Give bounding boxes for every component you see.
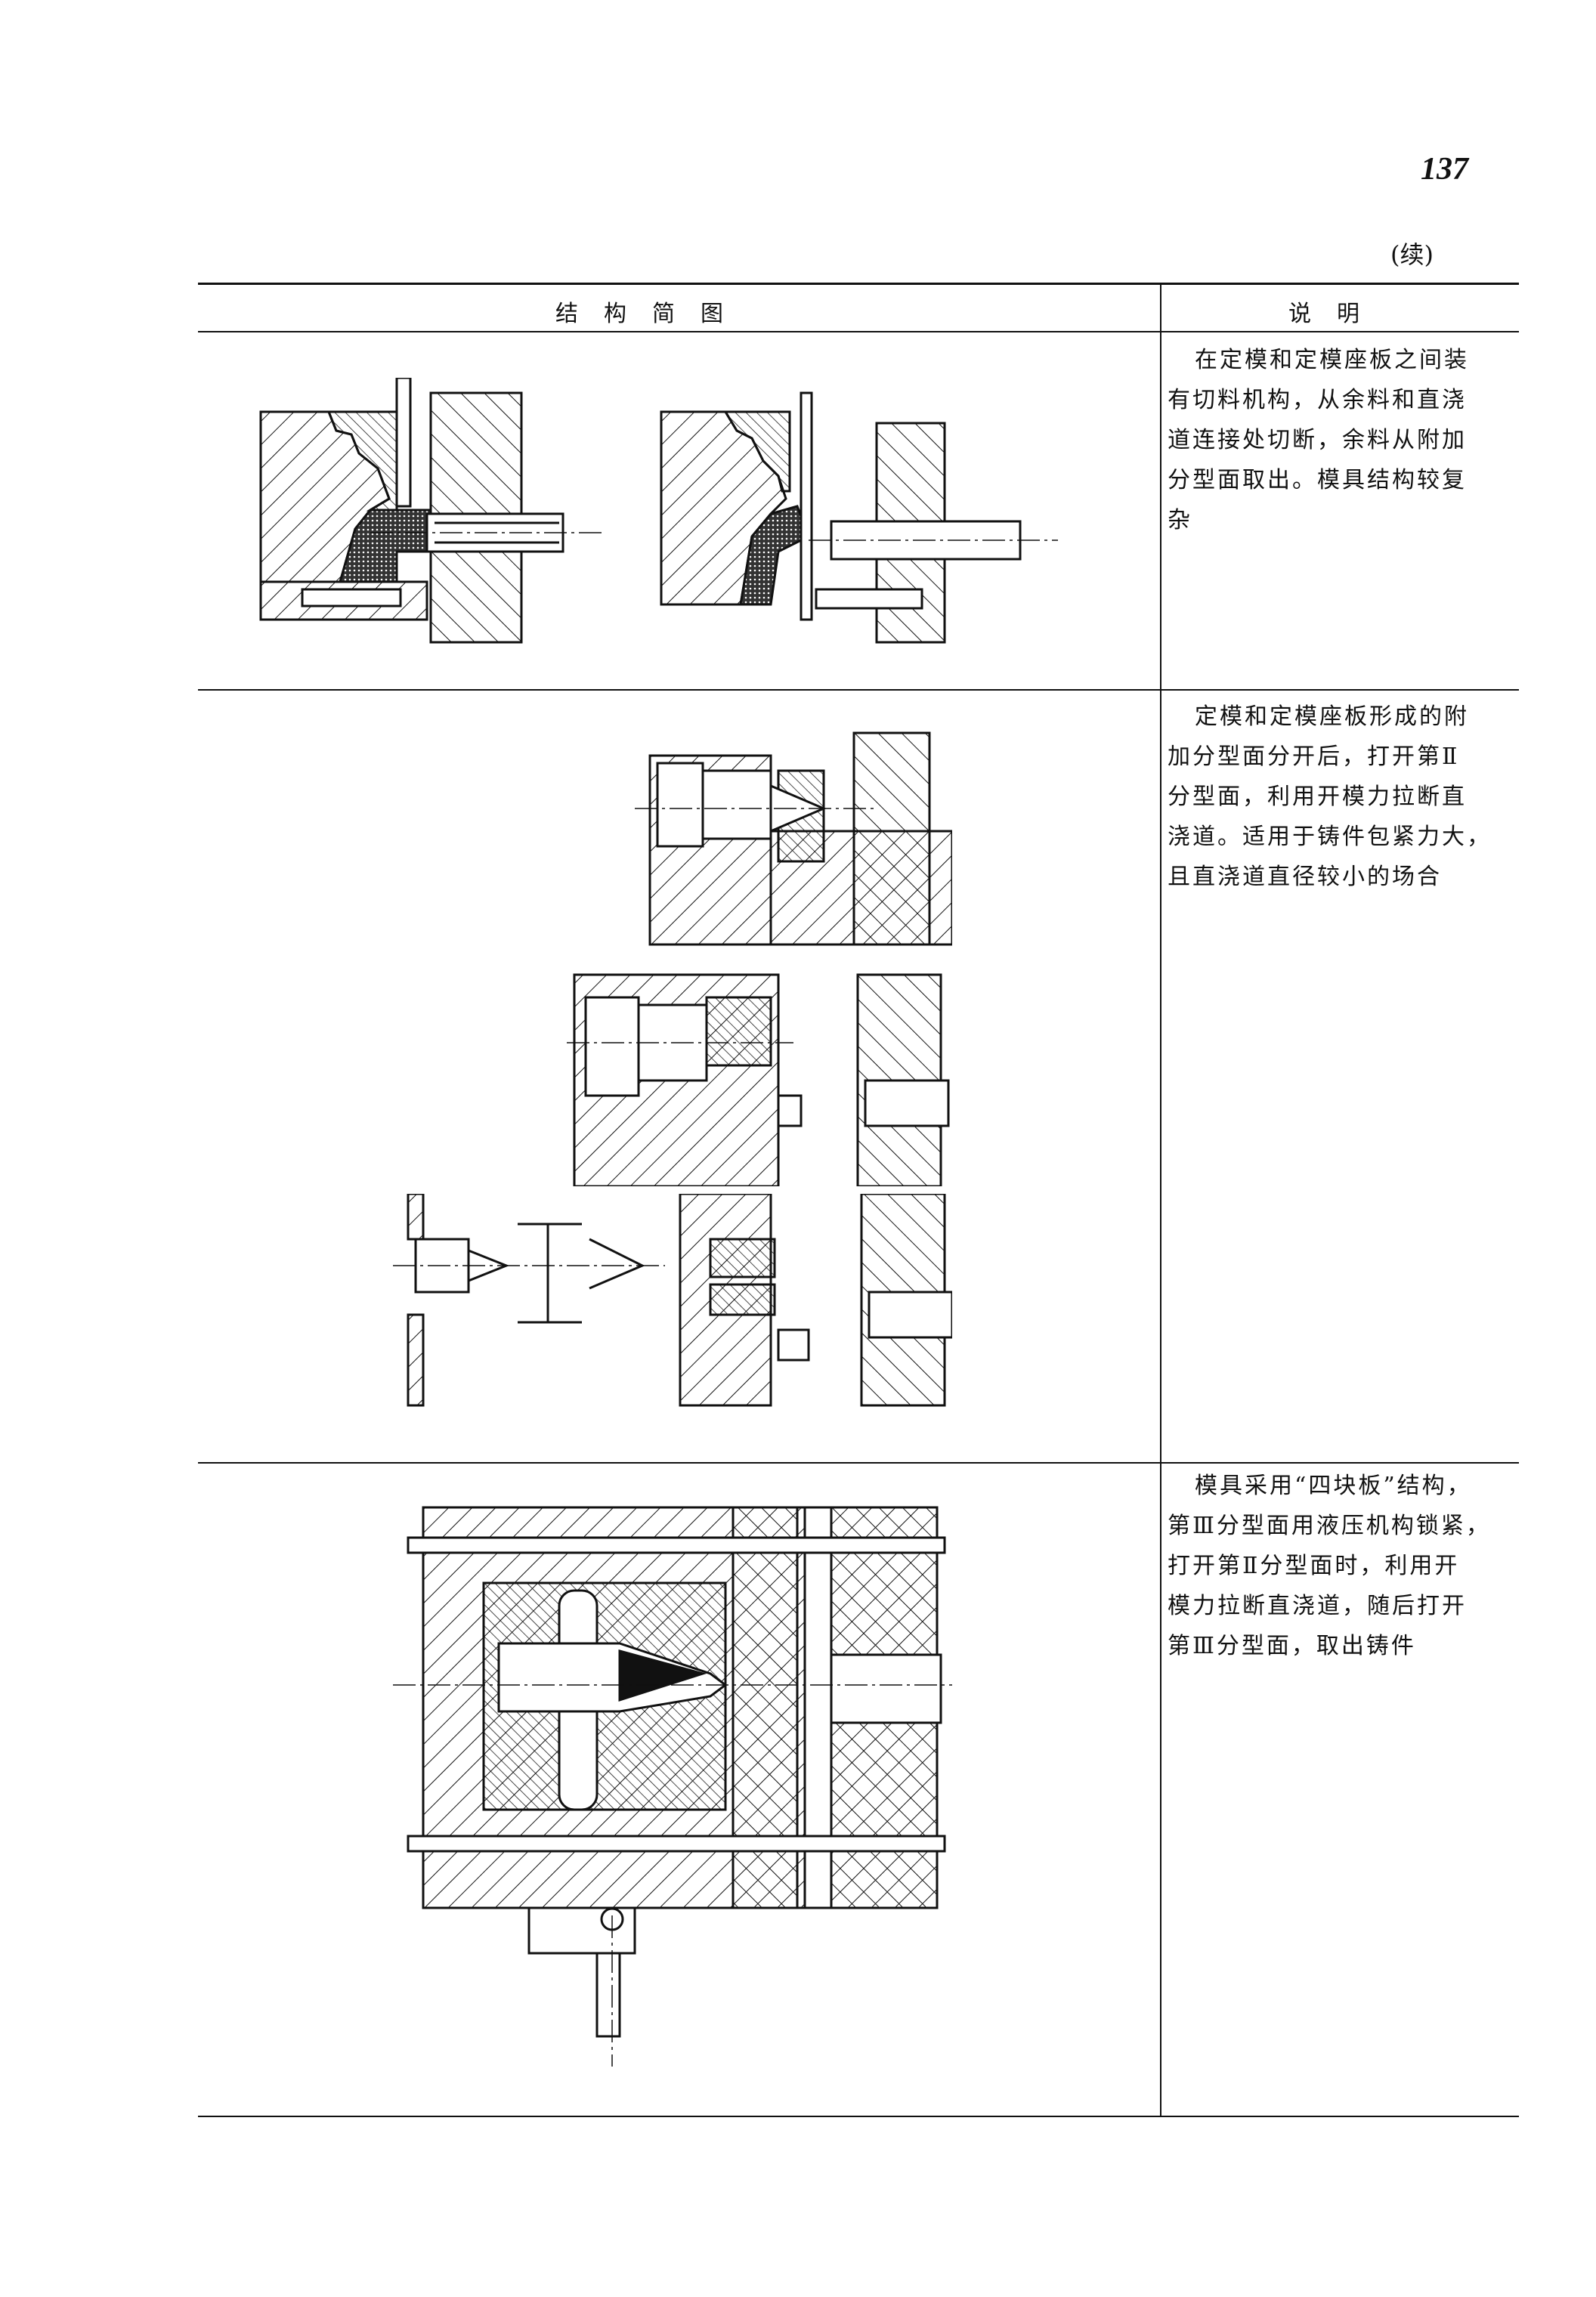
- desc-line: 分型面，利用开模力拉断直: [1168, 784, 1467, 810]
- desc-line: 道连接处切断，余料从附加: [1168, 427, 1467, 453]
- table-bottom-rule: [198, 2116, 1519, 2117]
- desc-line: 第Ⅲ分型面用液压机构锁紧，: [1168, 1513, 1491, 1539]
- table-top-rule: [198, 283, 1519, 285]
- column-divider: [1160, 284, 1161, 2116]
- header-figure: 结构简图: [555, 301, 749, 327]
- desc-line: 模力拉断直浇道，随后打开: [1168, 1593, 1467, 1619]
- desc-line: 分型面取出。模具结构较复: [1168, 467, 1467, 493]
- desc-line: 有切料机构，从余料和直浇: [1168, 387, 1467, 413]
- figure-sprue-break-stage-3: [393, 1194, 952, 1407]
- figure-sprue-break-stage-2: [567, 973, 950, 1186]
- header-description: 说明: [1288, 301, 1385, 327]
- row-2-description: 定模和定模座板形成的附 加分型面分开后，打开第Ⅱ 分型面，利用开模力拉断直 浇道…: [1168, 697, 1508, 897]
- desc-line: 加分型面分开后，打开第Ⅱ: [1168, 744, 1460, 770]
- figure-sprue-break-stage-1: [635, 731, 952, 946]
- desc-line: 打开第Ⅱ分型面时，利用开: [1168, 1553, 1460, 1579]
- desc-line: 且直浇道直径较小的场合: [1168, 864, 1442, 890]
- figure-cutting-mechanism-b: [660, 391, 1058, 644]
- figure-cutting-mechanism-a: [259, 378, 605, 644]
- continued-label: (续): [1390, 240, 1434, 269]
- row-divider-1: [198, 689, 1519, 691]
- header-rule: [198, 331, 1519, 332]
- row-1-description: 在定模和定模座板之间装 有切料机构，从余料和直浇 道连接处切断，余料从附加 分型…: [1168, 340, 1508, 540]
- row-divider-2: [198, 1462, 1519, 1464]
- row-3-description: 模具采用“四块板”结构， 第Ⅲ分型面用液压机构锁紧， 打开第Ⅱ分型面时，利用开 …: [1168, 1466, 1508, 1666]
- desc-line: 在定模和定模座板之间装: [1195, 347, 1469, 373]
- desc-line: 模具采用“四块板”结构，: [1195, 1473, 1472, 1499]
- desc-line: 定模和定模座板形成的附: [1195, 703, 1469, 730]
- desc-line: 浇道。适用于铸件包紧力大，: [1168, 824, 1492, 850]
- page-number: 137: [1421, 152, 1468, 187]
- figure-four-plate-mold: [393, 1506, 952, 2067]
- desc-line: 第Ⅲ分型面，取出铸件: [1168, 1633, 1416, 1659]
- desc-line: 杂: [1168, 507, 1192, 533]
